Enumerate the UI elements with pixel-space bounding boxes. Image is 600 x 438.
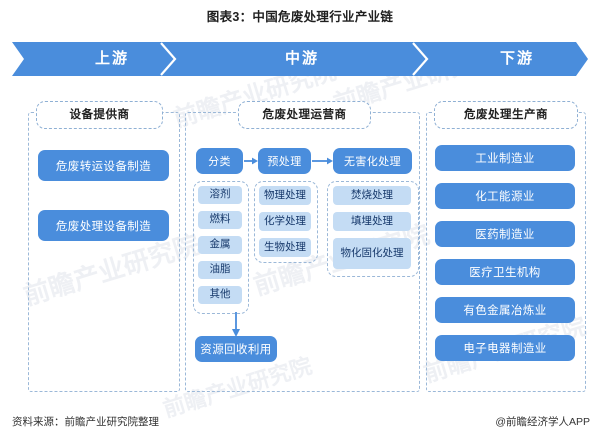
downstream-item[interactable]: 电子电器制造业: [435, 335, 575, 361]
classification-item[interactable]: 燃料: [198, 211, 242, 229]
banner-band: [12, 42, 588, 76]
downstream-item[interactable]: 有色金属冶炼业: [435, 297, 575, 323]
chevron-separator-icon: [158, 42, 178, 76]
resource-recovery-item[interactable]: 资源回收利用: [195, 336, 277, 362]
harmless-item[interactable]: 焚烧处理: [333, 186, 411, 205]
classification-item[interactable]: 溶剂: [198, 186, 242, 204]
downstream-item[interactable]: 医药制造业: [435, 221, 575, 247]
upstream-item[interactable]: 危废处理设备制造: [38, 210, 169, 241]
harmless-group: [327, 181, 419, 277]
arrow-to-resource-recovery: [228, 312, 244, 343]
pretreatment-item[interactable]: 生物处理: [259, 238, 311, 257]
chevron-separator-icon: [410, 42, 430, 76]
upstream-item[interactable]: 危废转运设备制造: [38, 150, 169, 181]
classification-item[interactable]: 油脂: [198, 261, 242, 279]
industry-chain-banner: 上游 中游 下游: [12, 42, 588, 76]
harmless-item[interactable]: 填埋处理: [333, 212, 411, 231]
downstream-item[interactable]: 工业制造业: [435, 145, 575, 171]
pretreatment-item[interactable]: 化学处理: [259, 212, 311, 231]
credit-note: @前瞻经济学人APP: [495, 416, 590, 428]
downstream-tag: 危废处理生产商: [434, 101, 578, 129]
upstream-tag: 设备提供商: [36, 101, 163, 129]
harmless-item[interactable]: 物化固化处理: [333, 238, 411, 269]
midstream-stage-pretreatment[interactable]: 预处理: [258, 148, 311, 174]
pretreatment-item[interactable]: 物理处理: [259, 186, 311, 205]
arrow-classification-to-pretreatment: [244, 153, 259, 174]
banner-segment-downstream: 下游: [499, 50, 534, 67]
classification-group: [193, 181, 249, 314]
midstream-stage-classification[interactable]: 分类: [196, 148, 243, 174]
midstream-tag: 危废处理运营商: [238, 101, 371, 129]
downstream-item[interactable]: 医疗卫生机构: [435, 259, 575, 285]
page-title: 图表3：中国危废处理行业产业链: [206, 10, 394, 24]
classification-item[interactable]: 金属: [198, 236, 242, 254]
banner-segment-midstream: 中游: [284, 50, 319, 67]
arrow-pretreatment-to-harmless: [312, 153, 334, 174]
pretreatment-group: [254, 181, 318, 263]
downstream-item[interactable]: 化工能源业: [435, 183, 575, 209]
classification-item[interactable]: 其他: [198, 286, 242, 304]
source-note: 资料来源：前瞻产业研究院整理: [12, 416, 159, 428]
banner-segment-upstream: 上游: [94, 50, 129, 67]
midstream-stage-harmless[interactable]: 无害化处理: [333, 148, 412, 174]
